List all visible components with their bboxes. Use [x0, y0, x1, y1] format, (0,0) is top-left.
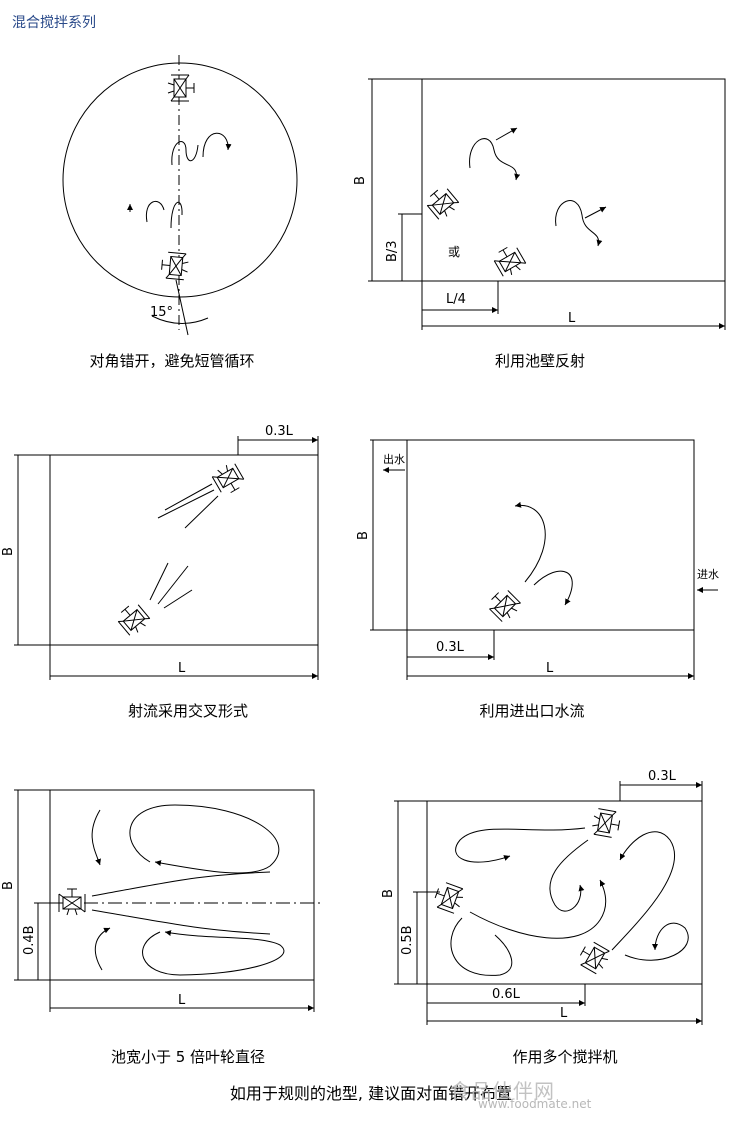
caption-panel-5: 池宽小于 5 倍叶轮直径	[110, 1048, 266, 1066]
dim-03l: 0.3L	[436, 640, 465, 655]
watermark-logo: 食品伙伴网	[450, 1079, 555, 1103]
dim-l: L	[178, 993, 186, 1008]
label-or: 或	[448, 245, 460, 259]
footer-note: 如用于规则的池型, 建议面对面错开布置	[229, 1084, 513, 1103]
angle-label: 15°	[150, 305, 173, 320]
dim-l4: L/4	[446, 292, 466, 307]
dim-03l: 0.3L	[265, 424, 294, 439]
dim-b: B	[356, 531, 371, 540]
dim-l: L	[568, 311, 576, 326]
caption-panel-6: 作用多个搅拌机	[512, 1048, 618, 1066]
dim-l: L	[560, 1006, 568, 1021]
panel-2-wall-reflection: B B/3 L/4 L 或	[353, 78, 726, 330]
caption-panel-3: 射流采用交叉形式	[127, 702, 248, 720]
caption-panel-2: 利用池壁反射	[494, 352, 585, 370]
dim-l: L	[546, 661, 554, 676]
caption-panel-1: 对角错开，避免短管循环	[89, 352, 255, 370]
watermark-url: www.foodmate.net	[478, 1097, 592, 1111]
dim-03l: 0.3L	[648, 769, 677, 784]
dim-b: B	[1, 547, 16, 556]
panel-1-circular-tank: 15°	[62, 55, 298, 336]
dim-b: B	[381, 889, 396, 898]
label-inlet: 进水	[697, 568, 719, 581]
dim-b: B	[1, 881, 16, 890]
caption-panel-4: 利用进出口水流	[479, 702, 585, 720]
page-header-title: 混合搅拌系列	[12, 15, 96, 31]
dim-b3: B/3	[385, 240, 400, 262]
panel-3-cross-jets: 0.3L B L	[1, 424, 319, 680]
dim-b: B	[353, 176, 368, 185]
panel-5-narrow-tank: B 0.4B L	[1, 789, 320, 1012]
dim-04b: 0.4B	[22, 925, 37, 955]
dim-06l: 0.6L	[492, 987, 521, 1002]
panel-6-multiple-mixers: 0.3L B 0.5B 0.6L L	[381, 769, 703, 1025]
dim-05b: 0.5B	[400, 925, 415, 955]
panel-4-inlet-outlet: B 出水 进水 0.3L L	[356, 439, 719, 680]
label-outlet: 出水	[383, 452, 405, 466]
dim-l: L	[178, 661, 186, 676]
